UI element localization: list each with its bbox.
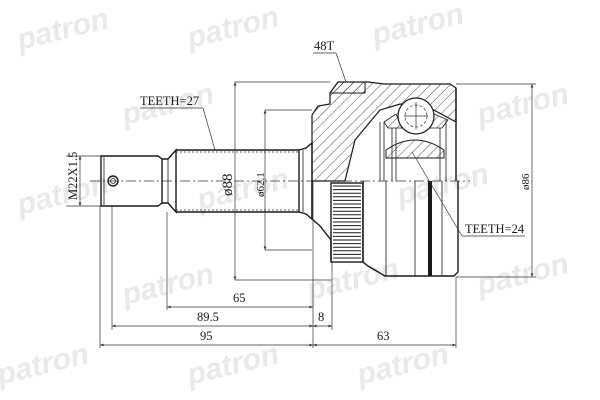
watermark-text: patron (183, 337, 283, 392)
teeth-24-label: TEETH=24 (465, 222, 525, 236)
housing-diameter-label: ø86 (520, 173, 532, 190)
diameter-dims (66, 81, 536, 281)
threaded-stub (100, 148, 177, 214)
watermark-text: patron (13, 167, 113, 222)
spline-shaft (176, 141, 313, 221)
abs-48t-label: 48T (314, 39, 335, 53)
watermark-text: patron (368, 0, 468, 52)
watermark-text: patron (473, 77, 573, 132)
watermark-text: patron (303, 252, 403, 307)
watermark-text: patron (0, 337, 92, 392)
shaft-diameter-label: ø88 (220, 174, 236, 197)
watermark-text: patron (353, 337, 453, 392)
dim-8: 8 (318, 310, 324, 324)
dim-89-5: 89.5 (197, 310, 219, 324)
dim-63: 63 (377, 329, 390, 343)
watermark-text: patron (183, 0, 283, 55)
watermark-text: patron (118, 257, 218, 312)
teeth-27-label: TEETH=27 (140, 94, 199, 108)
dim-65: 65 (233, 291, 246, 305)
watermark-text: patron (13, 2, 113, 57)
outer-housing (311, 81, 459, 277)
inner-race (379, 97, 449, 181)
abs-ring-teeth (330, 182, 364, 263)
leader-lines (140, 52, 525, 237)
watermark-text: patron (193, 162, 293, 217)
length-dims (99, 180, 457, 348)
thread-label: M22X1.5 (66, 152, 80, 200)
seal-diameter-label: ø62.1 (255, 172, 267, 197)
dim-95: 95 (200, 329, 213, 343)
watermark-text: patron (473, 247, 573, 302)
